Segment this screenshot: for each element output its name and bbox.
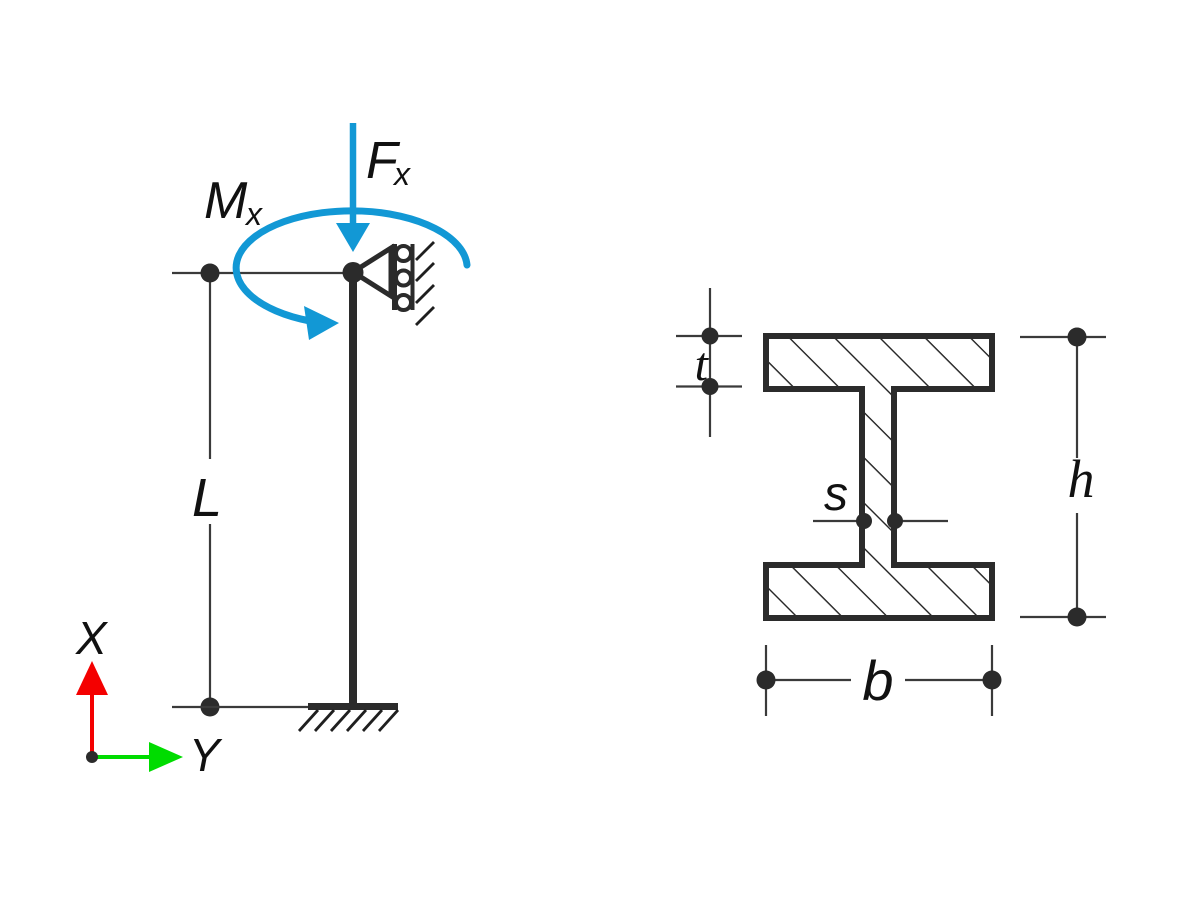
web-thickness-label: s (824, 468, 848, 521)
dimension-dot (1067, 327, 1087, 347)
dimension-dot (701, 378, 719, 395)
axis-x-arrowhead (76, 661, 108, 695)
cross-section: t h b s (676, 288, 1106, 716)
axis-y-label: Y (189, 729, 223, 781)
roller-circle (394, 268, 413, 288)
support-wall-hatching (415, 241, 435, 326)
moment-label-subscript: x (244, 196, 263, 232)
dimension-dot (756, 670, 776, 690)
origin-dot (86, 751, 98, 763)
support-triangle (348, 243, 394, 301)
dim-width: b (756, 645, 1002, 716)
dimension-dot (701, 327, 719, 345)
force-label-subscript: x (392, 156, 411, 192)
force-label: F (366, 132, 401, 190)
length-label: L (192, 468, 222, 528)
roller-support (348, 241, 435, 326)
width-label: b (862, 649, 893, 712)
roller-circle (394, 244, 413, 263)
i-section-outline (763, 333, 995, 621)
moment-arc (232, 207, 471, 325)
coordinate-system: X Y (75, 612, 223, 781)
height-label: h (1068, 449, 1095, 509)
dimension-dot (1067, 607, 1087, 627)
dimension-dot (200, 263, 220, 283)
moment-arrowhead (304, 306, 339, 340)
flange-thickness-label: t (695, 338, 710, 391)
roller-circle (394, 293, 413, 312)
column-diagram: L (75, 123, 471, 781)
fixed-support-hatching (297, 709, 400, 732)
dim-flange-thickness: t (676, 288, 742, 437)
axis-y-arrowhead (149, 742, 183, 772)
dim-web-thickness: s (813, 468, 948, 529)
dim-height: h (1020, 327, 1106, 627)
dimension-dot (887, 513, 903, 529)
dimension-dot (856, 513, 872, 529)
force-arrowhead (336, 223, 370, 252)
moment-label: M (204, 172, 248, 230)
dimension-dot (982, 670, 1002, 690)
column-top-node (342, 262, 364, 283)
axis-x-label: X (75, 612, 109, 664)
